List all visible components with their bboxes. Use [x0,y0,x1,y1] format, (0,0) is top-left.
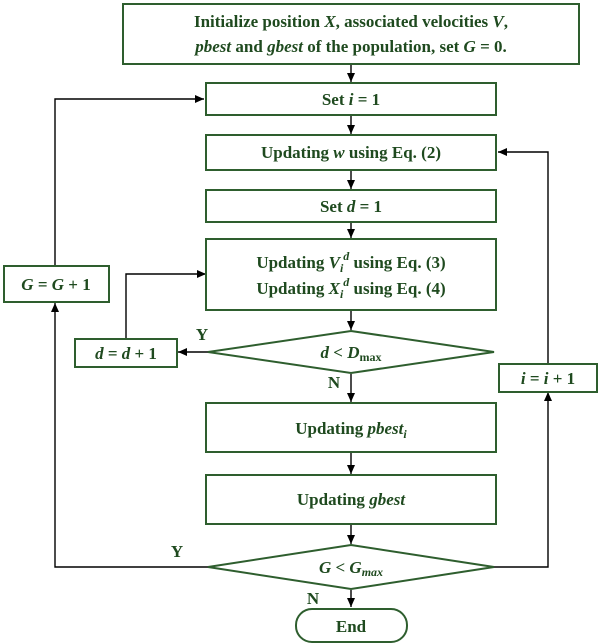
node-update-x-label: Updating Xid using Eq. (4) [256,275,445,301]
node-update-gbest-label: Updating gbest [297,490,406,509]
node-incr-i-label: i = i + 1 [521,369,575,388]
node-incr-G: G = G + 1 [3,265,110,303]
edge-label-G-no: N [307,589,320,608]
node-update-pbest-label: Updating pbesti [295,419,407,441]
edges [51,64,552,607]
node-initialize-line1: Initialize position X, associated veloci… [194,12,508,31]
node-update-w-label: Updating w using Eq. (2) [261,143,441,162]
edge-incr-d-to-update-vx [125,270,206,339]
node-initialize: Initialize position X, associated veloci… [122,3,580,65]
edge-label-G-yes: Y [171,542,183,561]
edge-incr-G-to-set-i [54,95,204,265]
node-cond-d-label: d < Dmax [321,343,382,364]
edge-incr-i-to-update-w [498,148,549,363]
node-cond-G-label: G < Gmax [319,558,383,579]
edge-label-d-yes: Y [196,325,208,344]
node-incr-d: d = d + 1 [74,338,178,368]
node-update-pbest: Updating pbesti [205,402,497,453]
node-set-d-label: Set d = 1 [320,197,382,216]
edge-cond-G-yes-to-incr-G [51,303,208,568]
node-incr-d-label: d = d + 1 [95,344,157,363]
node-update-gbest: Updating gbest [205,474,497,525]
node-incr-i: i = i + 1 [498,363,598,393]
edge-cond-G-to-incr-i [494,392,552,568]
node-cond-G: G < Gmax [207,543,495,591]
node-update-v-label: Updating Vid using Eq. (3) [256,249,445,275]
node-cond-d: d < Dmax [207,329,495,375]
edge-label-d-no: N [328,373,341,392]
node-incr-G-label: G = G + 1 [21,275,90,294]
node-set-i-label: Set i = 1 [322,90,380,109]
node-initialize-line2: pbest and gbest of the population, set G… [193,37,507,56]
node-set-i: Set i = 1 [205,82,497,116]
node-update-vx: Updating Vid using Eq. (3) Updating Xid … [205,238,497,311]
node-update-w: Updating w using Eq. (2) [205,134,497,171]
node-set-d: Set d = 1 [205,189,497,223]
node-end-label: End [336,617,367,636]
node-end: End [295,608,408,643]
